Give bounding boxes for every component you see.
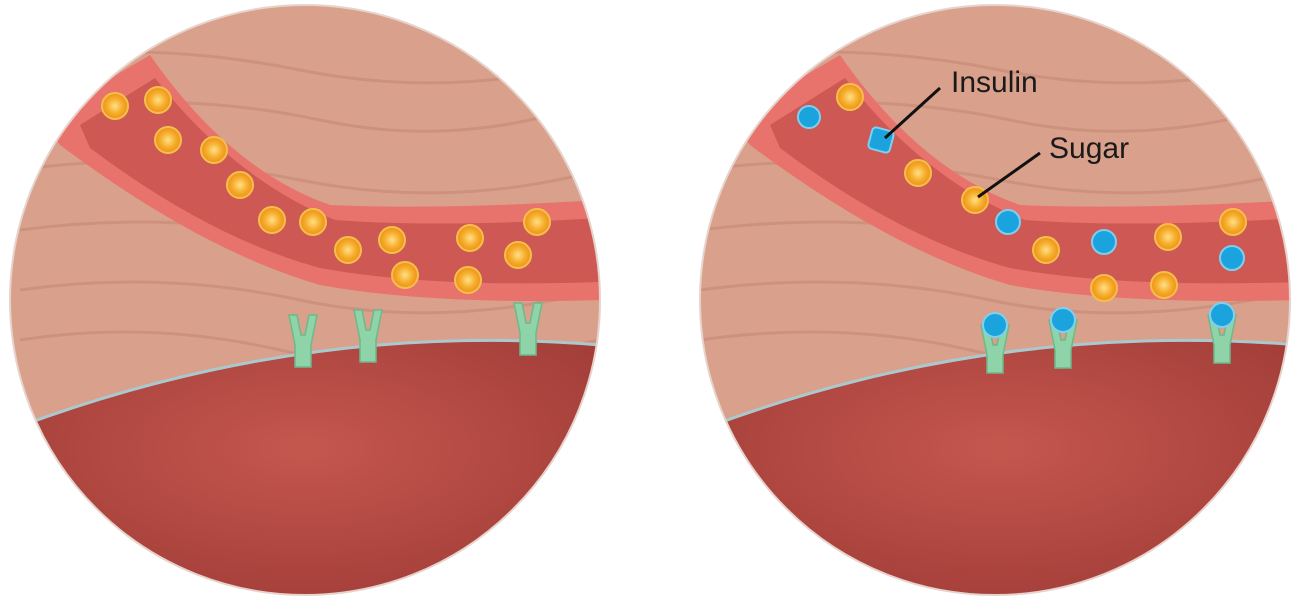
sugar-molecule <box>145 87 171 113</box>
sugar-molecule <box>259 207 285 233</box>
sugar-label: Sugar <box>1049 132 1129 165</box>
sugar-molecule <box>905 160 931 186</box>
sugar-molecule <box>201 137 227 163</box>
insulin-label: Insulin <box>951 66 1038 99</box>
sugar-molecule <box>524 209 550 235</box>
sugar-molecule <box>227 172 253 198</box>
sugar-molecule <box>335 237 361 263</box>
sugar-molecule <box>155 127 181 153</box>
insulin-molecule <box>1051 308 1075 332</box>
sugar-molecule <box>392 262 418 288</box>
sugar-molecule <box>1151 272 1177 298</box>
insulin-molecule <box>1092 230 1116 254</box>
sugar-molecule <box>455 267 481 293</box>
sugar-molecule <box>837 84 863 110</box>
panel-without-insulin <box>10 5 600 609</box>
sugar-molecule <box>1033 237 1059 263</box>
sugar-molecule <box>505 242 531 268</box>
sugar-molecule <box>379 227 405 253</box>
insulin-molecule <box>996 210 1020 234</box>
sugar-molecule <box>300 209 326 235</box>
insulin-molecule <box>1220 246 1244 270</box>
sugar-molecule <box>1155 224 1181 250</box>
insulin-molecule <box>868 127 895 154</box>
sugar-molecule <box>102 93 128 119</box>
insulin-molecule <box>798 106 820 128</box>
sugar-molecule <box>1220 209 1246 235</box>
sugar-molecule <box>457 225 483 251</box>
sugar-molecule <box>1091 275 1117 301</box>
insulin-molecule <box>1210 303 1234 327</box>
insulin-molecule <box>983 313 1007 337</box>
